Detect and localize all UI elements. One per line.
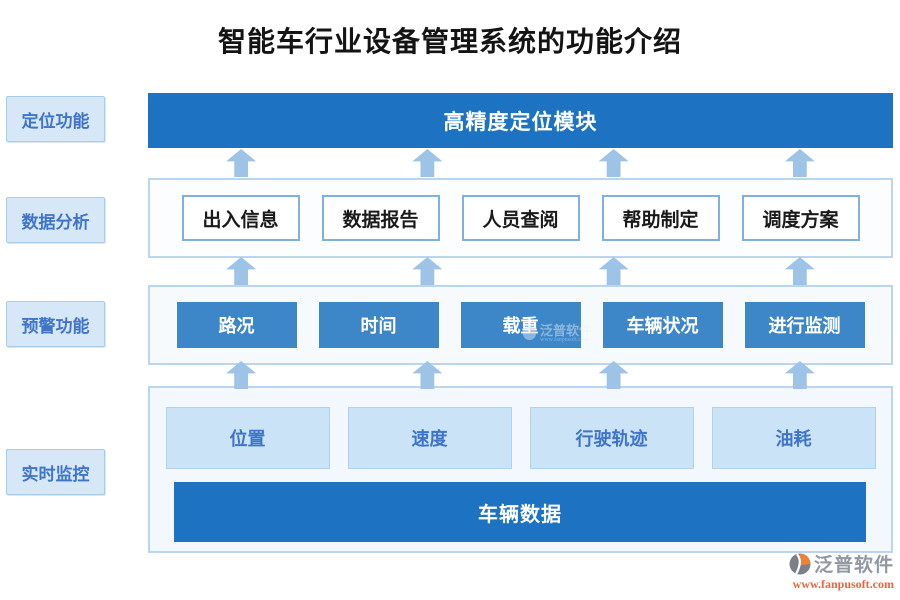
up-arrow-icon	[226, 149, 257, 177]
up-arrow-icon	[412, 257, 443, 285]
up-arrow-icon	[598, 149, 629, 177]
brand-footer: 泛普软件 www.fanpusoft.com	[754, 550, 894, 592]
warning-cell-load: 载重	[460, 302, 581, 348]
up-arrow-icon	[784, 149, 815, 177]
side-label-warning: 预警功能	[6, 301, 105, 347]
up-arrow-icon	[412, 149, 443, 177]
analysis-cell-personnel-review: 人员查阅	[461, 195, 580, 241]
high-precision-positioning-module-bar: 高精度定位模块	[148, 93, 893, 148]
up-arrow-icon	[598, 257, 629, 285]
up-arrow-icon	[784, 361, 815, 389]
arrow-row-3	[148, 361, 893, 389]
realtime-monitoring-panel: 位置 速度 行驶轨迹 油耗 车辆数据	[148, 386, 893, 553]
warning-cell-monitoring: 进行监测	[744, 302, 865, 348]
up-arrow-icon	[412, 361, 443, 389]
vehicle-data-bar: 车辆数据	[174, 482, 866, 542]
brand-name: 泛普软件	[813, 555, 894, 576]
arrow-row-2	[148, 257, 893, 285]
monitoring-cells: 位置 速度 行驶轨迹 油耗	[150, 407, 891, 469]
up-arrow-icon	[598, 361, 629, 389]
analysis-cell-help-formulate: 帮助制定	[601, 195, 720, 241]
up-arrow-icon	[226, 257, 257, 285]
warning-cell-vehicle-status: 车辆状况	[602, 302, 723, 348]
arrow-row-1	[148, 149, 893, 177]
up-arrow-icon	[226, 361, 257, 389]
side-label-positioning: 定位功能	[6, 96, 105, 142]
brand-url: www.fanpusoft.com	[792, 577, 894, 591]
monitor-cell-fuel-consumption: 油耗	[711, 407, 876, 469]
analysis-cell-entry-exit-info: 出入信息	[181, 195, 300, 241]
data-analysis-row: 出入信息 数据报告 人员查阅 帮助制定 调度方案	[148, 178, 893, 258]
diagram-title: 智能车行业设备管理系统的功能介绍	[217, 27, 682, 58]
monitor-cell-driving-track: 行驶轨迹	[529, 407, 694, 469]
up-arrow-icon	[784, 257, 815, 285]
monitor-cell-speed: 速度	[347, 407, 512, 469]
warning-cell-time: 时间	[318, 302, 439, 348]
analysis-cell-data-report: 数据报告	[321, 195, 440, 241]
monitor-cell-position: 位置	[165, 407, 330, 469]
warning-cell-road-condition: 路况	[176, 302, 297, 348]
warning-function-row: 路况 时间 载重 车辆状况 进行监测	[148, 285, 893, 365]
side-label-realtime-monitor: 实时监控	[6, 449, 105, 495]
side-label-data-analysis: 数据分析	[6, 197, 105, 243]
fanpu-logo-icon	[789, 553, 811, 574]
analysis-cell-dispatch-plan: 调度方案	[741, 195, 860, 241]
